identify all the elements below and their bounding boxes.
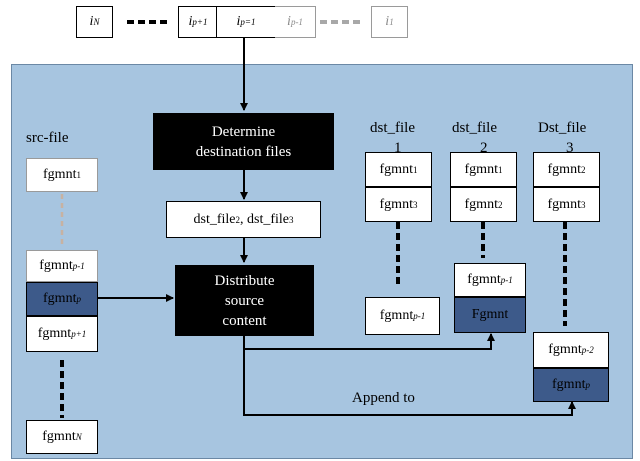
append-to-label: Append to [352, 390, 415, 406]
distribute-content-box: Distribute source content [175, 265, 314, 336]
dst1-label-top: dst_file [370, 120, 415, 136]
dst2-label-top: dst_file [452, 120, 497, 136]
src-file-label: src-file [26, 130, 69, 146]
dst3-label-top: Dst_file [538, 120, 587, 136]
arrow-distribute-to-dst3 [243, 349, 576, 416]
dst3-label-bottom: 3 [566, 140, 574, 156]
dst2-fragment-d: Fgmnt [454, 297, 526, 333]
arrow-distribute-to-dst2 [243, 333, 495, 350]
determine-destination-box: Determine destination files [153, 113, 334, 170]
dst1-label-bottom: 1 [394, 140, 402, 156]
dst2-label-bottom: 2 [480, 140, 488, 156]
